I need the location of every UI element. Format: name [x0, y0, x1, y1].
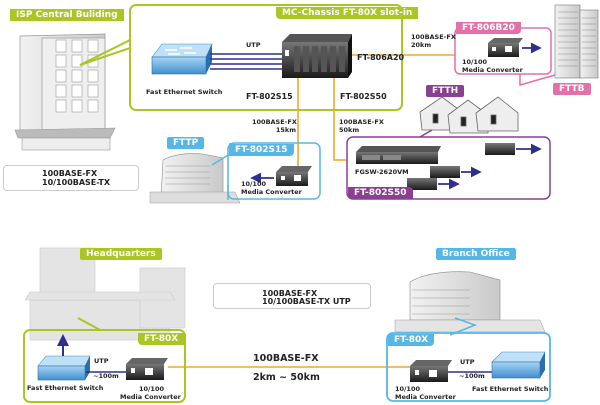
fttp-site-tag: FTTP [167, 137, 205, 149]
branch-box [386, 332, 551, 402]
fttb-converter-name: Media Converter [462, 66, 523, 74]
link-50km-distance: 50km [339, 126, 360, 134]
utp-label: UTP [246, 41, 261, 49]
branch-model-tag: FT-80X [388, 334, 435, 346]
fgsw-switch-icon [356, 146, 441, 164]
fttp-box [227, 142, 321, 200]
branch-converter-name: Media Converter [395, 393, 456, 401]
branch-converter-speed: 10/100 [395, 385, 420, 393]
switch-label: Fast Ethernet Switch [146, 88, 223, 96]
fttb-media-converter-icon [488, 38, 523, 57]
ftth-model-tag: FT-802S50 [348, 187, 413, 199]
chassis-model-label: FT-806A20 [357, 53, 405, 62]
bottom-legend-copper: 10/100BASE-TX UTP [262, 297, 351, 306]
hq-building-icon [24, 247, 186, 341]
bottom-legend-fiber: 100BASE-FX [262, 289, 318, 298]
link-20km-distance: 20km [411, 41, 432, 49]
switch-icon [151, 43, 213, 75]
fttp-converter-label: 10/100 Media Converter [241, 180, 302, 196]
branch-utp-label: UTP [460, 358, 475, 366]
link-15km-type: 100BASE-FX [252, 118, 297, 126]
branch-building-icon [394, 271, 546, 333]
bottom-legend [213, 283, 371, 309]
slot2-model-label: FT-802S50 [340, 92, 387, 101]
link-type-label: 100BASE-FX [253, 353, 319, 364]
top-legend [3, 165, 139, 191]
fttp-model-tag: FT-802S15 [229, 144, 294, 156]
fttb-converter-speed: 10/100 [462, 58, 487, 66]
hq-box [23, 329, 186, 403]
hq-model-tag: FT-80X [138, 333, 185, 345]
link-50km-label: 100BASE-FX 50km [339, 118, 384, 134]
ftth-site-tag: FTTH [426, 85, 465, 97]
hq-switch-label: Fast Ethernet Switch [27, 384, 104, 392]
branch-office-tag: Branch Office [436, 248, 516, 260]
chassis-tag: MC-Chassis FT-80X slot-in [276, 7, 419, 19]
top-legend-copper: 10/100BASE-TX [42, 178, 111, 187]
branch-distance-label: ~100m [459, 372, 485, 380]
branch-converter-label: 10/100 Media Converter [395, 385, 456, 401]
link-15km-distance: 15km [275, 126, 296, 134]
fttp-converter-speed: 10/100 [241, 180, 266, 188]
link-15km-label: 100BASE-FX 15km [252, 118, 297, 134]
fttp-converter-name: Media Converter [241, 188, 302, 196]
slot1-model-label: FT-802S15 [246, 92, 293, 101]
top-legend-fiber: 100BASE-FX [42, 169, 98, 178]
hq-converter-label: 10/100 Media Converter [120, 385, 181, 401]
link-50km-type: 100BASE-FX [339, 118, 384, 126]
fttp-media-converter-icon [276, 166, 312, 186]
ftth-media-converter-icon [407, 143, 515, 190]
link-distance-label: 2km ~ 50km [253, 372, 320, 383]
branch-switch-label: Fast Ethernet Switch [472, 385, 549, 393]
fttb-model-tag: FT-806B20 [456, 22, 521, 34]
link-20km-type: 100BASE-FX [411, 33, 456, 41]
fttb-site-tag: FTTB [553, 83, 591, 95]
hq-media-converter-icon [126, 358, 168, 380]
utp-bundle [210, 53, 282, 70]
headquarters-tag: Headquarters [80, 248, 162, 260]
fgsw-switch-label: FGSW-2620VM [355, 168, 409, 176]
hq-converter-speed: 10/100 [139, 385, 164, 393]
hq-converter-name: Media Converter [120, 393, 181, 401]
branch-switch-icon [491, 351, 546, 379]
fttb-converter-label: 10/100 Media Converter [462, 58, 523, 74]
branch-media-converter-icon [410, 360, 452, 382]
hq-distance-label: ~100m [93, 372, 119, 380]
fttb-building-icon [554, 4, 599, 79]
isp-building-icon [14, 33, 116, 151]
chassis-icon [282, 34, 352, 78]
hq-switch-icon [37, 355, 91, 381]
hq-utp-label: UTP [94, 357, 109, 365]
ftth-houses-icon [419, 96, 519, 134]
link-20km-label: 100BASE-FX 20km [411, 33, 456, 49]
fttp-building-icon [149, 153, 241, 204]
isp-central-building-tag: ISP Central Buliding [10, 9, 124, 21]
